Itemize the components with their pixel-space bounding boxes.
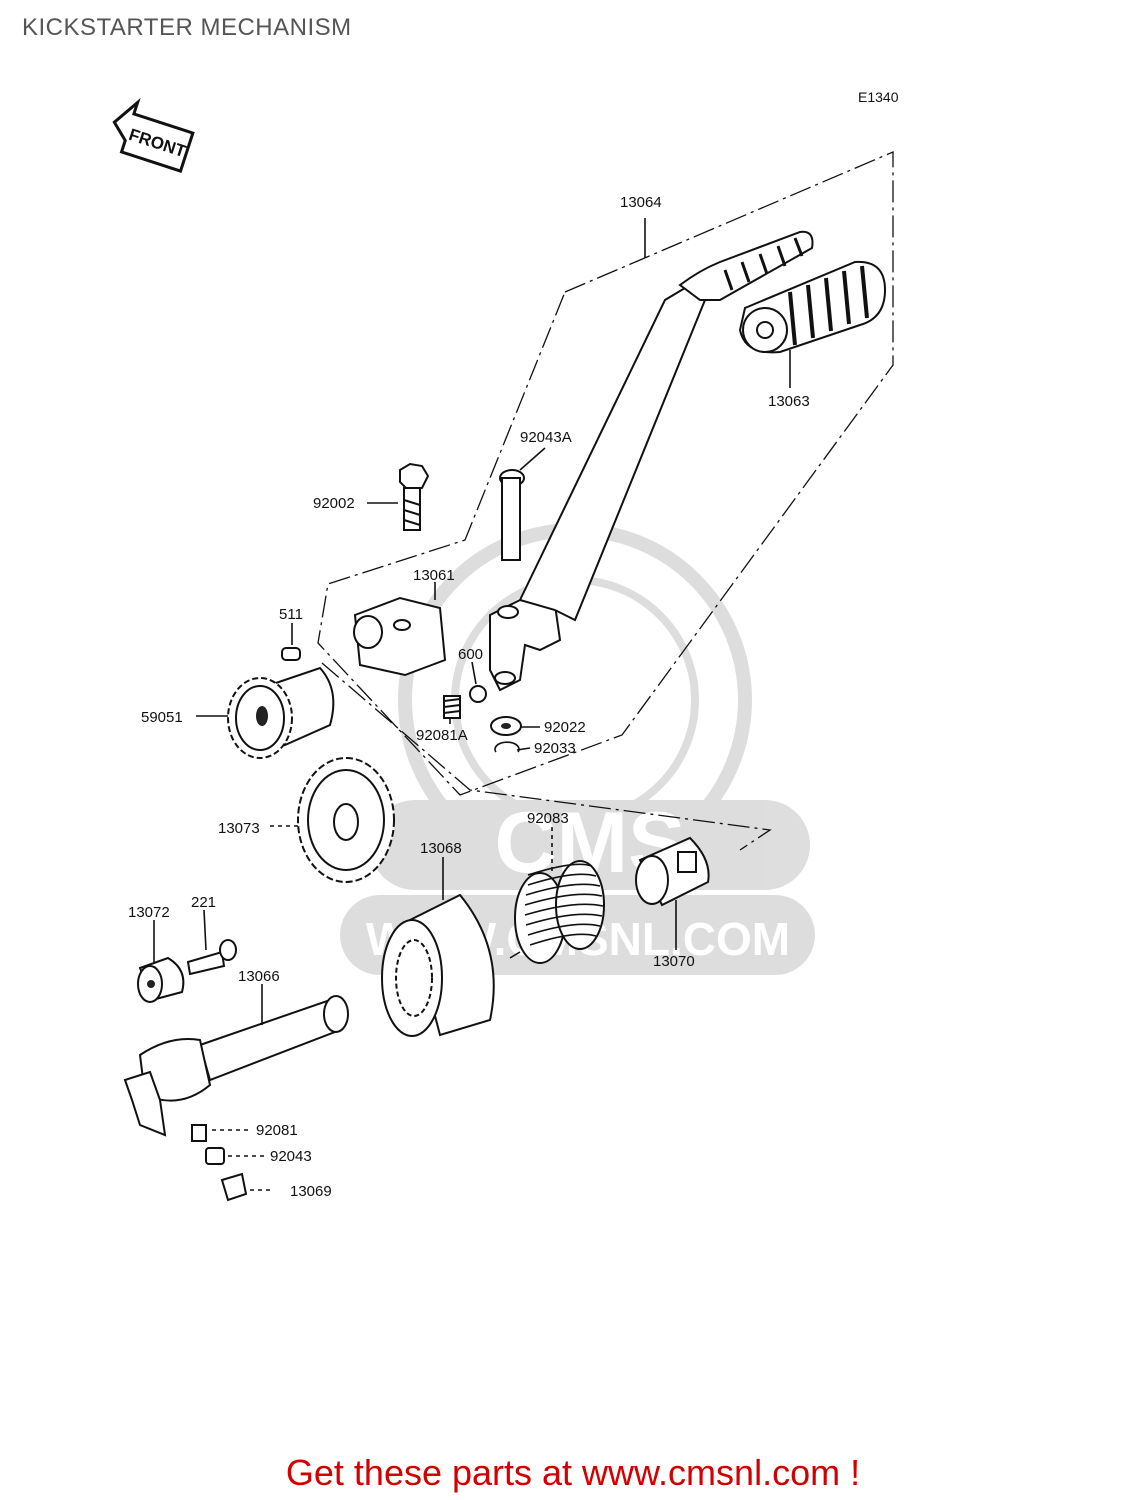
label-600: 600 (458, 646, 483, 663)
gear-13073 (297, 757, 395, 883)
kick-lever-13064 (489, 230, 814, 692)
grip-rubber-13063 (738, 260, 887, 354)
label-92043A: 92043A (520, 429, 572, 446)
label-13066: 13066 (238, 968, 280, 985)
pin-92043 (205, 1147, 225, 1165)
label-13073: 13073 (218, 820, 260, 837)
collar-13072 (137, 956, 185, 1003)
circlip-92033 (494, 741, 520, 753)
label-13064: 13064 (620, 194, 662, 211)
label-511: 511 (279, 606, 303, 623)
label-92002: 92002 (313, 495, 355, 512)
label-92043: 92043 (270, 1148, 312, 1165)
guide-13070 (635, 836, 710, 907)
label-92022: 92022 (544, 719, 586, 736)
gear-13068 (381, 893, 495, 1037)
spring-92081 (191, 1124, 207, 1142)
assembly-outline-lower (321, 662, 772, 851)
label-59051: 59051 (141, 709, 183, 726)
label-92033: 92033 (534, 740, 576, 757)
torsion-spring-92083 (509, 860, 605, 964)
assembly-outline-upper (317, 151, 894, 796)
key-511 (281, 647, 301, 661)
ball-600 (469, 685, 487, 703)
figure-code: E1340 (858, 89, 899, 105)
bolt-92002 (399, 462, 430, 531)
shaft-13066 (123, 995, 349, 1137)
front-direction-marker: FRONT (112, 97, 195, 173)
label-221: 221 (191, 894, 216, 911)
cmsnl-promo-link[interactable]: Get these parts at www.cmsnl.com ! (285, 1452, 861, 1493)
pin-92043A (499, 469, 525, 561)
spring-92081A (443, 695, 461, 719)
label-92081A: 92081A (416, 727, 468, 744)
lever-boss-13061 (353, 596, 447, 677)
label-13061: 13061 (413, 567, 455, 584)
label-13063: 13063 (768, 393, 810, 410)
leader-lines (153, 218, 791, 1191)
label-13070: 13070 (653, 953, 695, 970)
gear-59051 (227, 666, 335, 759)
plunger-13069 (220, 1172, 248, 1202)
page-title: KICKSTARTER MECHANISM (22, 14, 352, 41)
screw-221 (186, 939, 237, 976)
label-13072: 13072 (128, 904, 170, 921)
label-92083: 92083 (527, 810, 569, 827)
part-labels: 13064 13063 92043A 92002 13061 511 600 5… (128, 194, 810, 1200)
label-92081: 92081 (256, 1122, 298, 1139)
label-13069: 13069 (290, 1183, 332, 1200)
label-13068: 13068 (420, 840, 462, 857)
